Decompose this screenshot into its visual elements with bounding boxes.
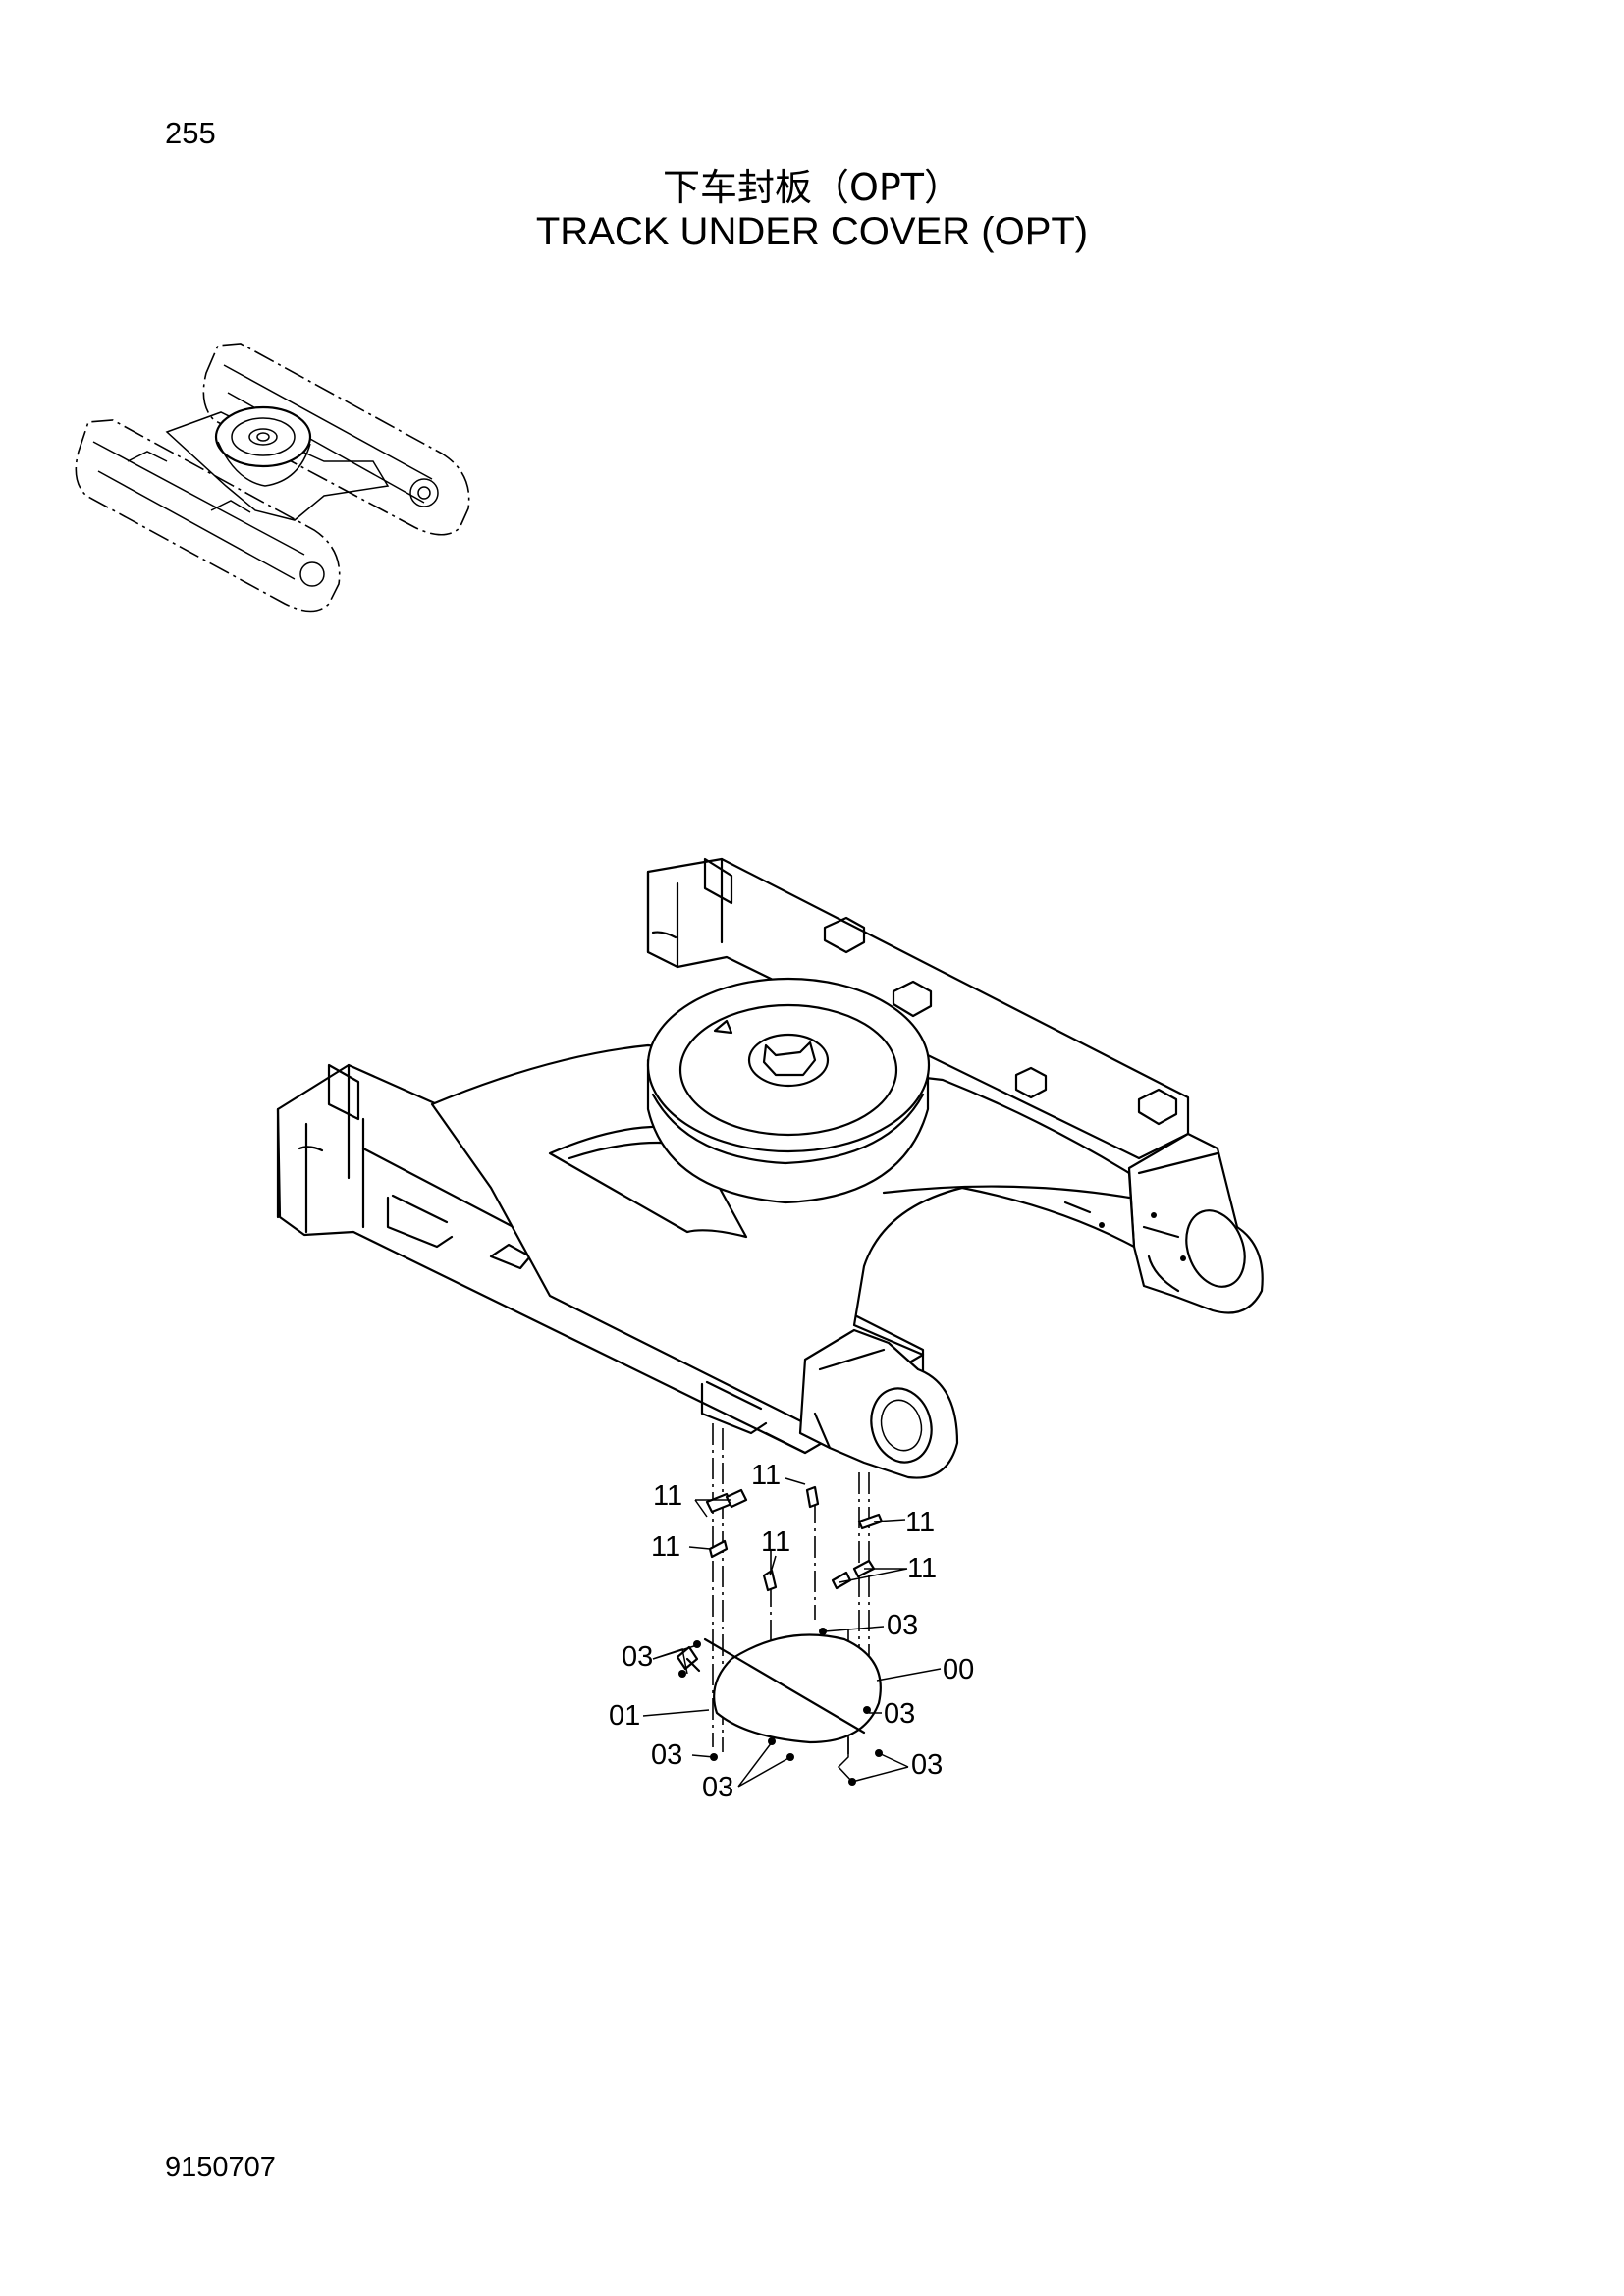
- callout-03-e: 03: [702, 1772, 733, 1803]
- callout-01: 01: [609, 1700, 640, 1732]
- leader-lines: [642, 1477, 942, 1788]
- title-english: TRACK UNDER COVER (OPT): [535, 210, 1089, 253]
- callout-11-b: 11: [751, 1460, 781, 1491]
- callout-11-a: 11: [653, 1480, 682, 1512]
- thumbnail-center-frame: [165, 405, 390, 521]
- thumbnail-left-track: [75, 419, 341, 613]
- callout-labels: 11 11 11 11 11 11 03 03 00 01 03 03 03 0…: [609, 1460, 974, 1803]
- callout-03-f: 03: [911, 1749, 943, 1781]
- swing-bearing: [646, 977, 931, 1204]
- track-frame: [276, 857, 1264, 1479]
- locator-thumbnail: [75, 343, 470, 613]
- callout-11-f: 11: [907, 1553, 937, 1584]
- callout-03-d: 03: [651, 1739, 682, 1771]
- upper-side-rail: [646, 857, 1190, 1160]
- callout-11-e: 11: [905, 1507, 935, 1538]
- center-body: [430, 1043, 1136, 1425]
- title-chinese: 下车封板（OPT）: [662, 166, 962, 209]
- callout-03-a: 03: [887, 1610, 918, 1641]
- document-code: 9150707: [165, 2152, 276, 2183]
- callout-11-d: 11: [761, 1526, 790, 1558]
- callout-11-c: 11: [651, 1531, 680, 1563]
- callout-03-b: 03: [622, 1641, 653, 1673]
- callout-03-c: 03: [884, 1698, 915, 1730]
- right-end-bracket: [1127, 1132, 1264, 1314]
- under-cover-plate: [676, 1633, 882, 1744]
- callout-00: 00: [943, 1654, 974, 1685]
- left-end-bracket: [764, 1328, 959, 1479]
- page-number: 255: [165, 116, 216, 150]
